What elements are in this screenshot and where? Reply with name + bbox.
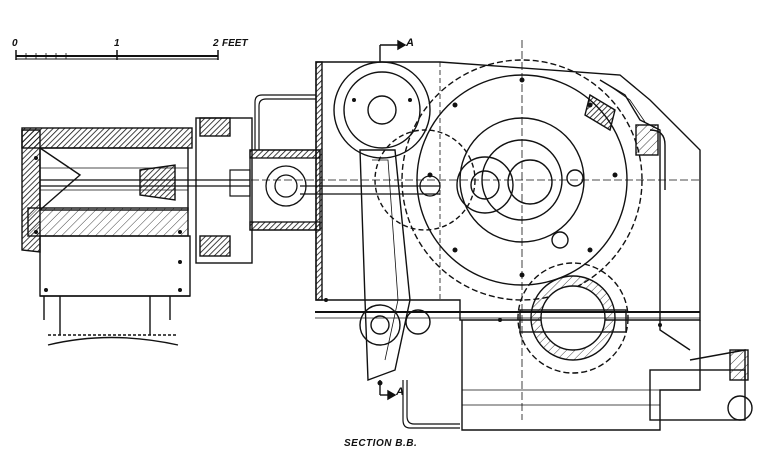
lever-arm [359,149,431,381]
scale-tick-2: 2 [213,38,219,49]
scale-bar [15,50,219,60]
scale-tick-0: 0 [12,38,18,49]
left-cylinder [21,117,253,346]
scale-tick-1: 1 [114,38,120,49]
section-arrow-bottom-label: A [396,386,404,398]
section-arrow-top-label: A [406,37,414,49]
lower-bearing [315,262,700,374]
main-gear-casing [240,40,701,420]
drawing-caption: SECTION B.B. [344,438,418,449]
right-side-fittings [584,79,691,351]
section-arrow-top [379,39,407,62]
bolt-circle [352,77,618,278]
oil-pipe [254,94,460,429]
scale-unit: FEET [222,38,248,49]
lower-housing [461,320,753,431]
edge-bolts [34,156,662,386]
crosshead-guide [249,149,441,231]
